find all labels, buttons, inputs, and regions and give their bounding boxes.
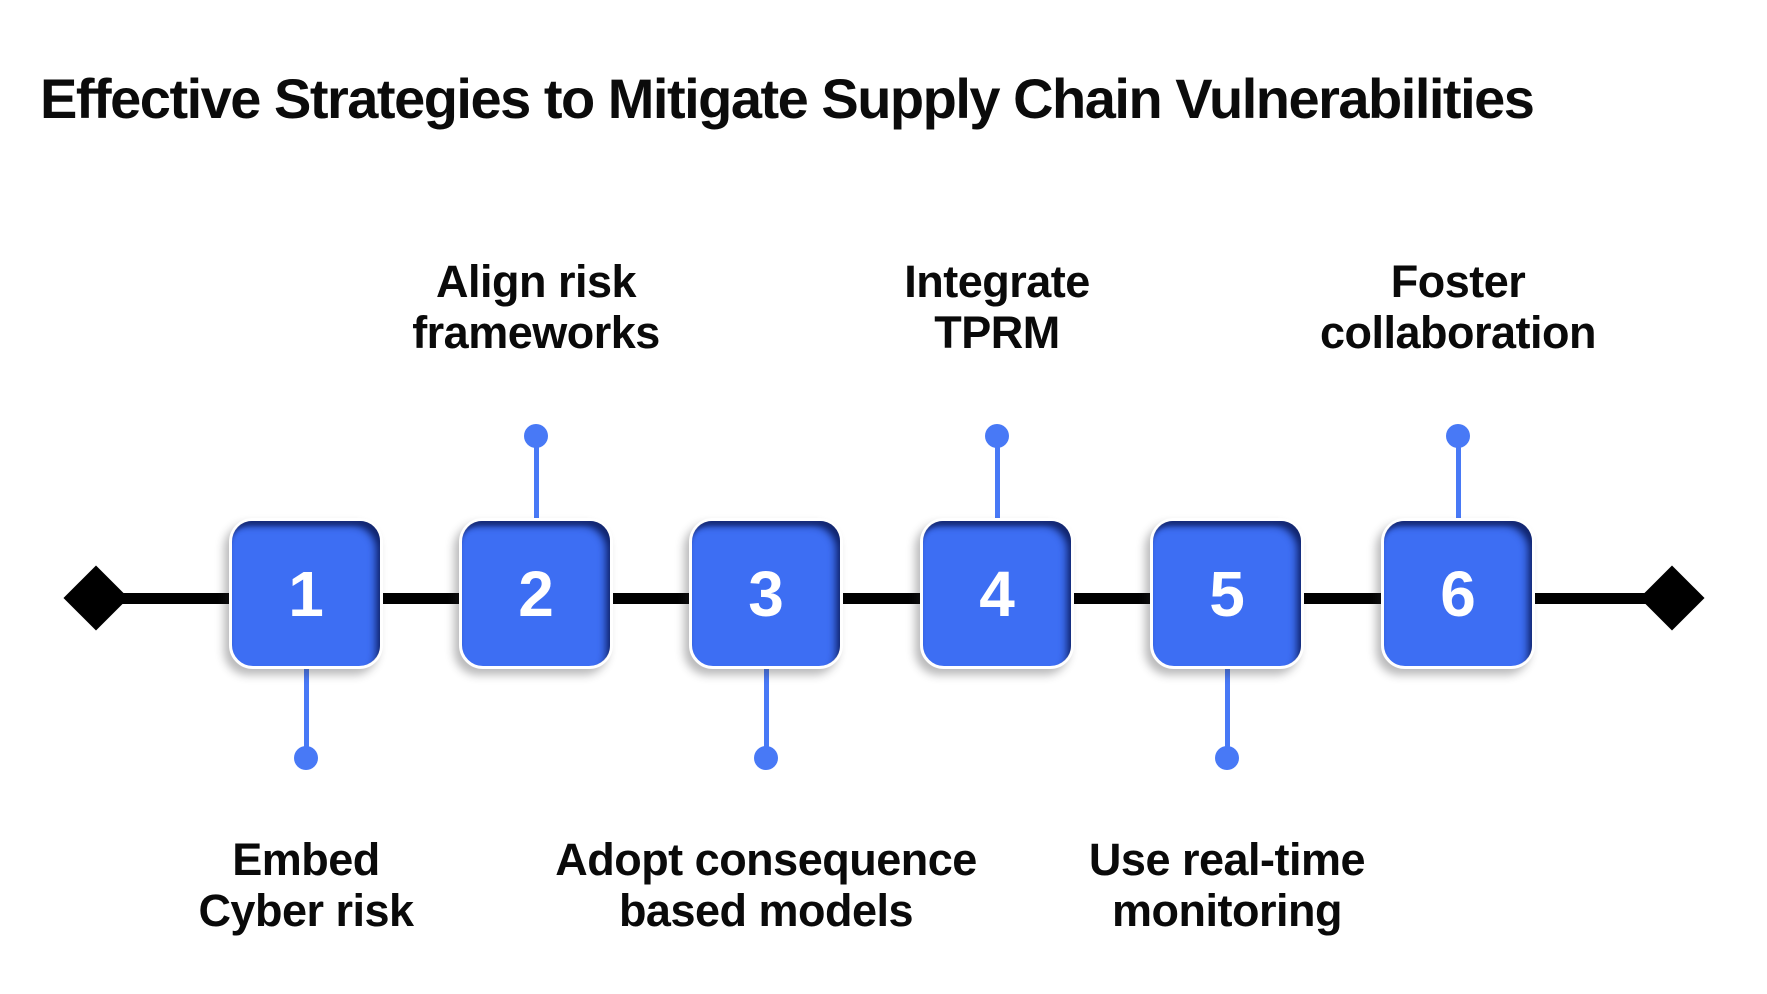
- connector-line: [763, 666, 769, 758]
- connector-line: [1224, 666, 1230, 758]
- page-title: Effective Strategies to Mitigate Supply …: [40, 67, 1535, 130]
- timeline-end-diamond-icon: [1639, 565, 1705, 631]
- step-label: Align risk frameworks: [412, 256, 660, 358]
- step-label: Integrate TPRM: [904, 256, 1090, 358]
- connector-dot-icon: [985, 424, 1009, 448]
- connector-line: [303, 666, 309, 758]
- connector-line: [1455, 436, 1461, 522]
- connector-dot-icon: [1215, 746, 1239, 770]
- connector-dot-icon: [1446, 424, 1470, 448]
- step-label: Adopt consequence based models: [555, 834, 977, 936]
- connector-dot-icon: [294, 746, 318, 770]
- connector-line: [994, 436, 1000, 522]
- timeline-start-diamond-icon: [63, 565, 129, 631]
- step-label: Use real-time monitoring: [1088, 834, 1366, 936]
- connector-dot-icon: [524, 424, 548, 448]
- connector-line: [533, 436, 539, 522]
- step-label: Embed Cyber risk: [198, 834, 414, 936]
- step-label: Foster collaboration: [1319, 256, 1597, 358]
- timeline-axis: [96, 593, 1672, 604]
- connector-dot-icon: [754, 746, 778, 770]
